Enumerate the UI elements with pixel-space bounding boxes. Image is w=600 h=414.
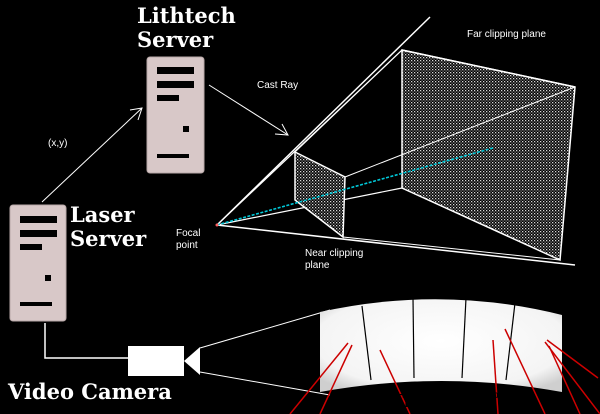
near-far-edge-right	[344, 86, 576, 178]
video-camera-icon	[128, 346, 200, 376]
focal-point-label-line2: point	[176, 240, 198, 251]
frustum-edge-top	[216, 16, 431, 226]
near-clipping-plane	[294, 150, 346, 239]
cast-ray-arrow	[208, 84, 289, 136]
far-plane-top-edge	[401, 49, 576, 88]
view-frustum	[215, 16, 576, 266]
lithtech-server-icon	[146, 56, 205, 174]
camera-view-line-top	[199, 309, 331, 349]
cast-ray-arrowhead	[274, 123, 289, 136]
coords-arrowhead	[129, 107, 143, 121]
focal-point-dot	[215, 223, 219, 227]
camera-view-line-bottom	[199, 371, 331, 396]
cast-ray-label: Cast Ray	[257, 80, 298, 91]
theater-label: Earth Theater 210o	[336, 387, 499, 412]
frustum-edge-bottom	[216, 224, 576, 266]
video-camera-label: Video Camera	[7, 379, 172, 404]
far-plane-label: Far clipping plane	[467, 29, 546, 40]
focal-point-label-line1: Focal	[176, 228, 200, 239]
lithtech-server-subtitle: Server	[137, 27, 214, 52]
near-far-edge-top	[294, 49, 403, 153]
near-plane-label-line1: Near clipping	[305, 248, 363, 259]
laser-server-subtitle: Server	[70, 226, 147, 251]
coords-arrow	[41, 107, 143, 203]
theater-screen	[320, 297, 562, 392]
near-plane-label-line2: plane	[305, 260, 330, 271]
camera-cable	[44, 323, 128, 359]
laser-server-icon	[9, 204, 67, 322]
near-far-edge-bottom	[342, 236, 561, 261]
coords-label: (x,y)	[48, 138, 67, 149]
cast-ray-line	[216, 147, 494, 226]
lithtech-server-title: Lithtech	[137, 3, 236, 28]
projector-beams	[289, 328, 600, 414]
laser-server-title: Laser	[70, 202, 136, 227]
